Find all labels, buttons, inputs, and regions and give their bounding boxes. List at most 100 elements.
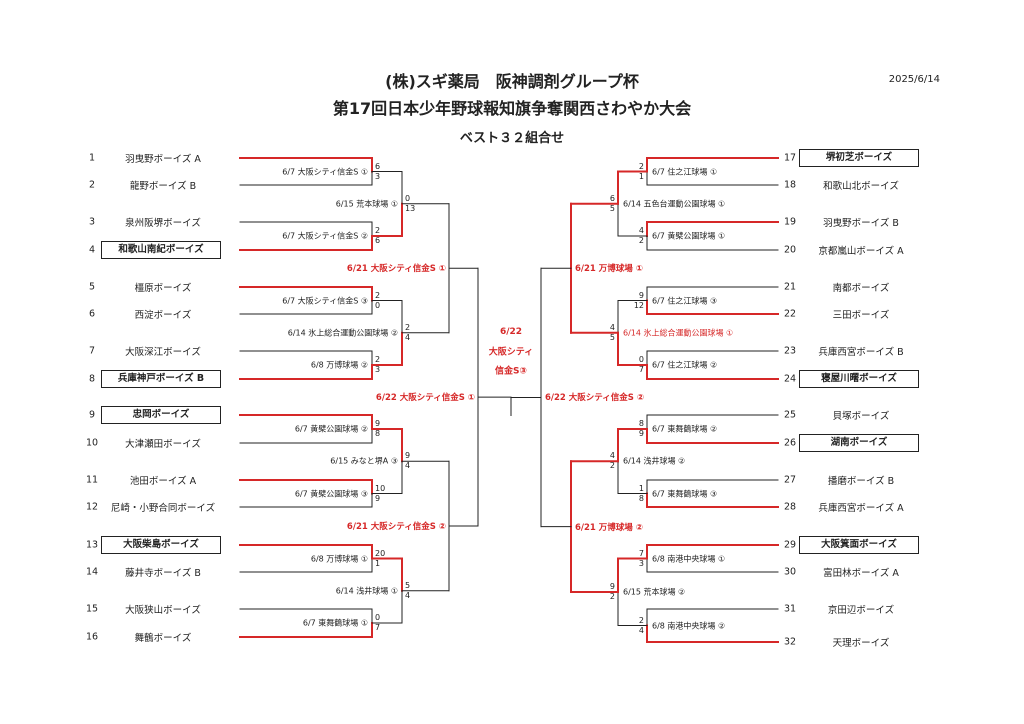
team-seed-number: 7 <box>88 345 96 357</box>
r1-score-bottom: 8 <box>375 429 381 438</box>
r1-score-bottom: 2 <box>638 236 644 245</box>
r1-score-bottom: 3 <box>375 171 381 181</box>
r2-score-top: 6 <box>609 193 615 203</box>
bracket-subtitle: ベスト３２組合せ <box>459 131 565 146</box>
r1-score-bottom: 1 <box>375 558 381 568</box>
r3-venue: 6/21 万博球場 ① <box>575 264 643 275</box>
r1-venue: 6/7 黄檗公園球場 ③ <box>294 489 368 498</box>
r1-score-bottom: 4 <box>638 625 644 635</box>
team-name: 尼崎・小野合同ボーイズ <box>110 503 216 514</box>
team-name: 大阪深江ボーイズ <box>125 347 201 358</box>
r2-score-bottom: 5 <box>609 203 615 213</box>
team-name: 和歌山北ボーイズ <box>823 181 899 192</box>
team-seed-number: 19 <box>783 216 797 228</box>
r1-score-bottom: 9 <box>375 493 381 503</box>
team-name: 橿原ボーイズ <box>134 283 192 294</box>
r1-venue: 6/7 大阪シティ信金S ③ <box>282 296 368 305</box>
team-name: 京都嵐山ボーイズ A <box>818 246 904 257</box>
team-name: 兵庫西宮ボーイズ A <box>818 503 904 514</box>
final-line3: 信金S③ <box>494 366 528 377</box>
team-name: 池田ボーイズ A <box>129 476 197 487</box>
team-name: 舞鶴ボーイズ <box>134 633 192 644</box>
final-line2: 大阪シティ <box>488 347 534 358</box>
r1-venue: 6/8 南港中央球場 ② <box>652 621 726 630</box>
r2-venue: 6/15 荒本球場 ② <box>623 587 686 597</box>
r2-score-bottom: 4 <box>405 590 411 600</box>
r2-venue: 6/15 みなと堺A ③ <box>330 456 398 466</box>
team-name-boxed: 堺初芝ボーイズ <box>799 149 919 167</box>
team-seed-number: 10 <box>85 437 99 449</box>
r3-venue: 6/21 大阪シティ信金S ① <box>346 264 446 275</box>
team-name-boxed: 大阪柴島ボーイズ <box>101 536 221 554</box>
r1-score-bottom: 7 <box>375 623 381 632</box>
r1-venue: 6/8 万博球場 ① <box>310 554 368 563</box>
team-seed-number: 32 <box>783 636 797 648</box>
r3-venue: 6/21 大阪シティ信金S ② <box>346 522 446 532</box>
team-seed-number: 4 <box>88 244 96 256</box>
r1-score-top: 4 <box>638 226 644 235</box>
team-name: 大阪狭山ボーイズ <box>125 605 201 616</box>
r2-venue: 6/14 浅井球場 ① <box>335 586 398 596</box>
team-seed-number: 31 <box>783 603 797 615</box>
team-seed-number: 5 <box>88 281 96 293</box>
r2-score-top: 4 <box>609 322 615 332</box>
team-name: 西淀ボーイズ <box>134 310 192 321</box>
r2-venue: 6/14 五色台運動公園球場 ① <box>623 199 726 209</box>
r3-venue: 6/21 万博球場 ② <box>575 522 643 533</box>
r2-score-bottom: 2 <box>609 461 615 471</box>
team-seed-number: 12 <box>85 501 99 513</box>
r1-score-top: 9 <box>375 419 381 428</box>
team-name: 龍野ボーイズ B <box>129 181 197 192</box>
r1-score-bottom: 12 <box>633 300 644 310</box>
issue-date: 2025/6/14 <box>888 74 940 85</box>
r2-venue: 6/14 浅井球場 ② <box>623 456 686 466</box>
team-seed-number: 30 <box>783 566 797 578</box>
team-seed-number: 6 <box>88 308 96 320</box>
team-seed-number: 8 <box>88 373 96 385</box>
team-seed-number: 23 <box>783 345 797 357</box>
r1-score-top: 2 <box>638 161 644 171</box>
team-name-boxed: 和歌山南紀ボーイズ <box>101 241 221 259</box>
r1-score-top: 1 <box>638 483 644 493</box>
r2-score-bottom: 4 <box>405 332 411 342</box>
r1-score-top: 8 <box>638 419 644 428</box>
r2-score-top: 5 <box>405 580 411 590</box>
r4-venue: 6/22 大阪シティ信金S ① <box>375 393 475 404</box>
team-seed-number: 2 <box>88 179 96 191</box>
team-name-boxed: 兵庫神戸ボーイズ B <box>101 370 221 388</box>
team-seed-number: 14 <box>85 566 99 578</box>
r2-score-top: 9 <box>405 451 411 461</box>
r1-venue: 6/7 住之江球場 ③ <box>652 296 718 305</box>
r1-venue: 6/7 大阪シティ信金S ② <box>282 231 368 241</box>
r1-venue: 6/7 東舞鶴球場 ③ <box>652 489 718 498</box>
team-seed-number: 26 <box>783 437 797 449</box>
r1-venue: 6/8 万博球場 ② <box>310 360 368 370</box>
r1-score-bottom: 6 <box>375 236 381 245</box>
team-name: 羽曳野ボーイズ A <box>125 154 201 165</box>
final-line1: 6/22 <box>499 327 523 337</box>
r1-venue: 6/8 南港中央球場 ① <box>652 554 726 563</box>
r1-score-bottom: 0 <box>375 300 381 310</box>
r1-venue: 6/7 東舞鶴球場 ② <box>652 424 718 434</box>
team-seed-number: 17 <box>783 152 797 164</box>
team-name: 泉州阪堺ボーイズ <box>125 218 201 229</box>
team-seed-number: 3 <box>88 216 96 228</box>
team-name: 三田ボーイズ <box>832 310 890 321</box>
team-name: 富田林ボーイズ A <box>823 568 899 579</box>
r1-score-top: 0 <box>638 355 644 364</box>
r1-score-bottom: 1 <box>638 171 644 181</box>
team-seed-number: 20 <box>783 244 797 256</box>
team-seed-number: 13 <box>85 539 99 551</box>
r1-score-top: 2 <box>638 615 644 625</box>
team-name: 南都ボーイズ <box>832 283 890 294</box>
team-seed-number: 24 <box>783 373 797 385</box>
r1-venue: 6/7 東舞鶴球場 ① <box>302 618 368 628</box>
team-seed-number: 27 <box>783 474 797 486</box>
team-name-boxed: 忠岡ボーイズ <box>101 406 221 424</box>
r2-score-top: 2 <box>405 322 411 332</box>
r1-venue: 6/7 黄檗公園球場 ① <box>652 231 726 241</box>
r2-score-top: 0 <box>405 193 411 203</box>
team-seed-number: 28 <box>783 501 797 513</box>
r1-score-top: 2 <box>375 290 381 300</box>
